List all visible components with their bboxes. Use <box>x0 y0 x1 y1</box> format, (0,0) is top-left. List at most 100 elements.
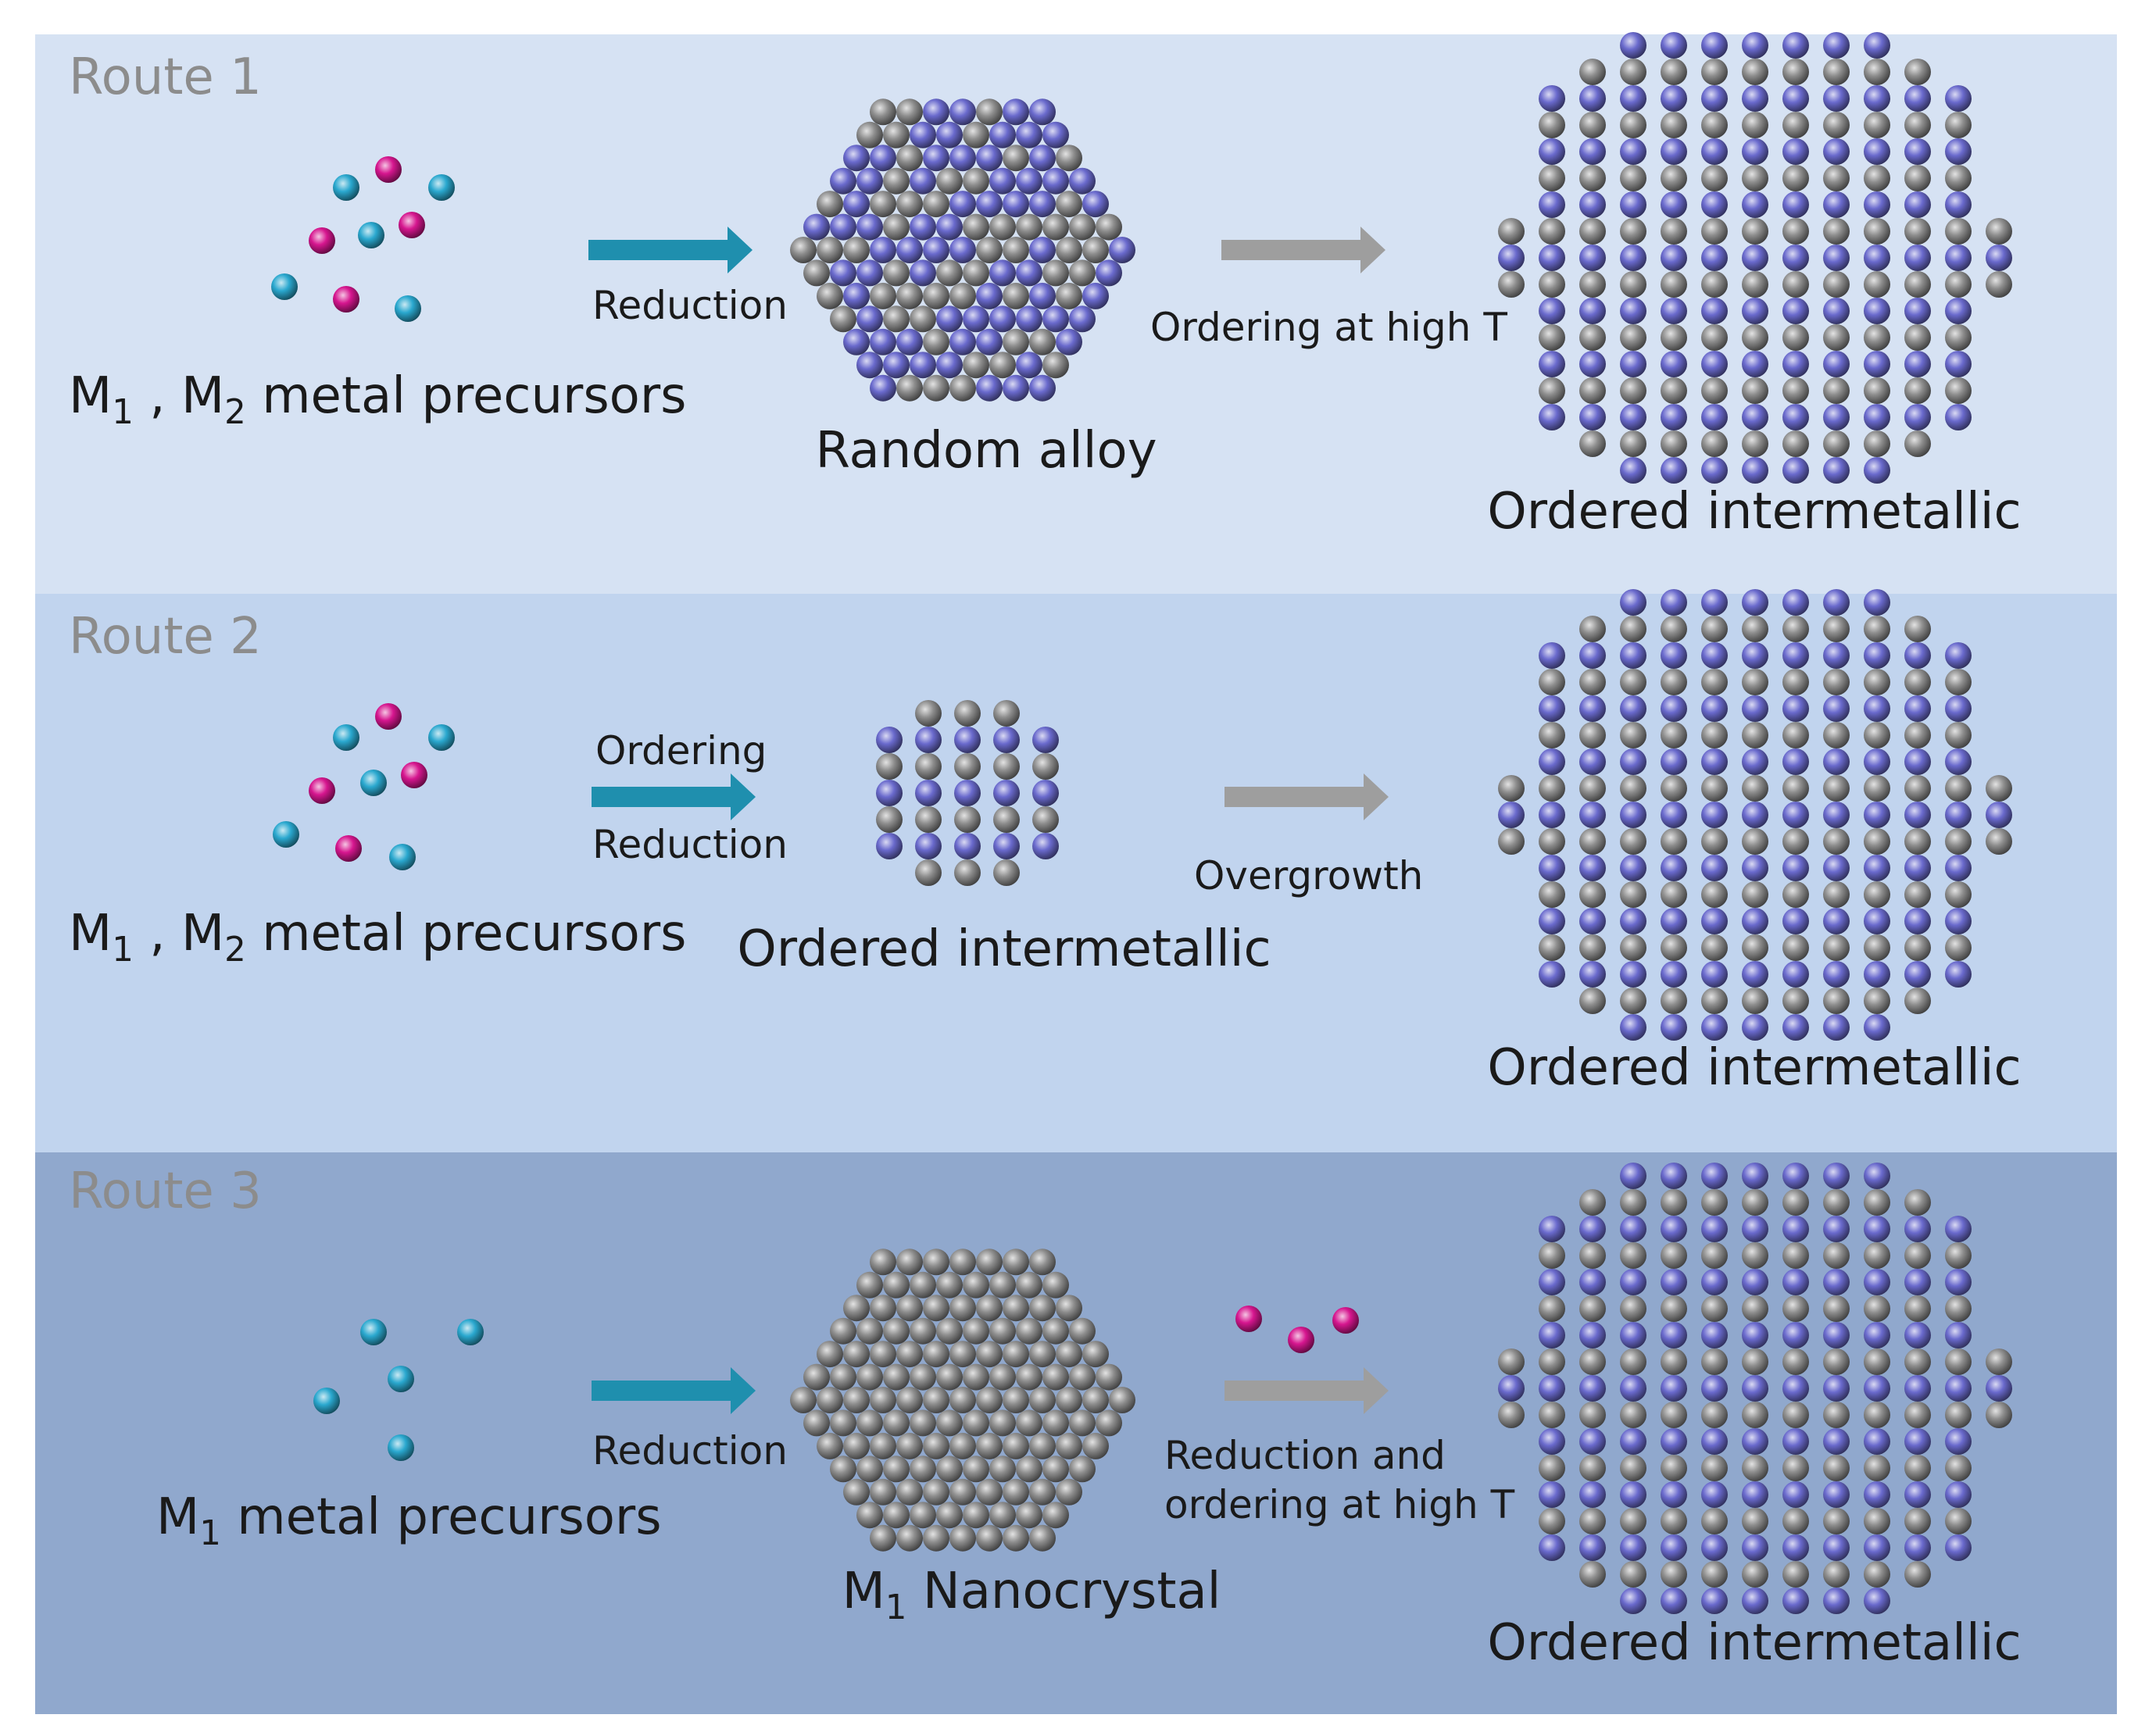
route-3-nanocrystal-atom <box>1003 1248 1029 1276</box>
route-2-intermetallic-atom <box>1864 1014 1890 1041</box>
route-3-ordering-arrow <box>1225 1367 1389 1414</box>
route-3-intermetallic-atom <box>1945 1481 1972 1508</box>
route-1-intermetallic-atom <box>1782 271 1809 298</box>
route-2-intermetallic-atom <box>1782 881 1809 908</box>
route-3-nanocrystal-atom <box>1016 1317 1042 1345</box>
route-1-intermetallic-atom <box>1539 298 1565 324</box>
route-1-intermetallic-atom <box>1620 430 1646 457</box>
route-3-intermetallic-atom <box>1782 1428 1809 1455</box>
route-3-intermetallic-atom <box>1864 1295 1890 1322</box>
route-3-intermetallic-atom <box>1661 1269 1687 1295</box>
route-3-intermetallic-atom <box>1864 1189 1890 1216</box>
route-2-seed-intermetallic-atom <box>954 859 981 886</box>
route-1-intermetallic-atom <box>1701 245 1728 271</box>
route-2-intermetallic-atom <box>1864 589 1890 616</box>
route-3-nanocrystal-atom <box>976 1478 1003 1506</box>
route-1-intermetallic-atom <box>1986 271 2012 298</box>
route-3-intermetallic-atom <box>1579 1402 1606 1428</box>
route-2-intermetallic-atom <box>1782 695 1809 722</box>
route-3-intermetallic-atom <box>1579 1269 1606 1295</box>
route-2-intermetallic-atom <box>1701 802 1728 828</box>
route-3-intermetallic-atom <box>1620 1216 1646 1242</box>
route-1-random-alloy-atom <box>856 305 883 333</box>
route-1-intermetallic-atom <box>1782 351 1809 377</box>
route-3-nanocrystal-atom <box>856 1271 883 1298</box>
route-3-nanocrystal-atom <box>856 1502 883 1529</box>
route-3-intermetallic-atom <box>1742 1348 1768 1375</box>
route-1-random-alloy-atom <box>963 259 989 287</box>
route-3-intermetallic-atom <box>1823 1481 1850 1508</box>
route-1-random-alloy-atom <box>1003 282 1029 309</box>
route-3-intermetallic-atom <box>1620 1322 1646 1348</box>
route-2-seed-intermetallic-atom <box>876 833 903 859</box>
route-2-intermetallic-atom <box>1823 934 1850 961</box>
route-1-intermetallic-atom <box>1498 218 1525 245</box>
route-1-random-alloy-atom <box>1042 167 1069 195</box>
route-2-intermetallic-atom <box>1661 988 1687 1014</box>
route-2-intermetallic-atom <box>1945 722 1972 748</box>
route-2-intermetallic-atom <box>1904 855 1931 881</box>
route-2-intermetallic-atom <box>1579 855 1606 881</box>
route-1-intermetallic-atom <box>1661 59 1687 85</box>
route-3-nanocrystal-atom <box>1042 1317 1069 1345</box>
route-1-random-alloy-atom <box>989 305 1016 333</box>
route-1-intermetallic-atom <box>1620 59 1646 85</box>
route-1-random-alloy-atom <box>896 237 923 263</box>
route-1-random-alloy-atom <box>989 121 1016 148</box>
route-3-intermetallic-atom <box>1823 1163 1850 1189</box>
route-3-intermetallic-atom <box>1701 1216 1728 1242</box>
route-3-nanocrystal-atom <box>883 1502 910 1529</box>
route-2-intermetallic-atom <box>1823 1014 1850 1041</box>
route-3-added-metal-atom <box>1332 1307 1359 1334</box>
route-1-random-alloy-atom <box>883 167 910 195</box>
route-3-nanocrystal-atom <box>989 1317 1016 1345</box>
route-1-random-alloy-atom <box>1082 282 1109 309</box>
route-3-intermetallic-atom <box>1945 1455 1972 1481</box>
route-2-intermetallic-atom <box>1823 722 1850 748</box>
route-1-random-alloy-atom <box>910 167 936 195</box>
route-1-intermetallic-atom <box>1945 218 1972 245</box>
route-1-intermetallic-atom <box>1742 324 1768 351</box>
route-2-seed-intermetallic-atom <box>954 833 981 859</box>
route-3-intermetallic-atom <box>1823 1189 1850 1216</box>
route-3-intermetallic-atom <box>1904 1322 1931 1348</box>
route-3-precursor-atom <box>457 1319 484 1345</box>
route-1-random-alloy-atom <box>1042 121 1069 148</box>
route-3-nanocrystal-atom <box>883 1271 910 1298</box>
route-3-nanocrystal-atom <box>976 1295 1003 1322</box>
route-2-intermetallic-atom <box>1823 881 1850 908</box>
route-2-intermetallic-atom <box>1945 934 1972 961</box>
route-3-nanocrystal-atom <box>1042 1409 1069 1437</box>
route-1-intermetallic-atom <box>1661 165 1687 191</box>
route-1-intermetallic-atom <box>1701 191 1728 218</box>
route-2-intermetallic-atom <box>1945 961 1972 988</box>
route-2-seed-intermetallic-atom <box>954 806 981 833</box>
route-2-seed-intermetallic-atom <box>993 806 1020 833</box>
route-3-intermetallic-atom <box>1904 1216 1931 1242</box>
route-1-intermetallic-atom <box>1701 138 1728 165</box>
route-3-intermetallic-atom <box>1864 1375 1890 1402</box>
route-2-intermetallic-atom <box>1823 642 1850 669</box>
route-3-intermetallic-atom <box>1742 1561 1768 1588</box>
route-1-intermetallic-atom <box>1539 324 1565 351</box>
route-3-intermetallic-atom <box>1782 1242 1809 1269</box>
route-1-random-alloy-atom <box>976 374 1003 402</box>
route-1-intermetallic-atom <box>1539 271 1565 298</box>
route-2-intermetallic-atom <box>1498 828 1525 855</box>
route-2-seed-intermetallic-atom <box>993 859 1020 886</box>
route-1-random-alloy-atom <box>790 237 817 263</box>
route-1-random-alloy-atom <box>976 191 1003 218</box>
route-3-intermetallic-atom <box>1539 1295 1565 1322</box>
route-3-intermetallic-atom <box>1945 1534 1972 1561</box>
route-1-intermetallic-atom <box>1945 112 1972 138</box>
route-1-random-alloy-atom <box>1069 213 1096 241</box>
route-2-intermetallic-atom <box>1823 855 1850 881</box>
route-3-nanocrystal-atom <box>1016 1271 1042 1298</box>
route-1-random-alloy-atom <box>1003 191 1029 218</box>
route-3-intermetallic-atom <box>1539 1348 1565 1375</box>
route-3-nanocrystal-atom <box>936 1502 963 1529</box>
route-1-random-alloy-atom <box>989 213 1016 241</box>
route-3-nanocrystal-atom <box>843 1387 870 1413</box>
route-3-nanocrystal-atom <box>1056 1387 1082 1413</box>
route-2-reduction-label: Reduction <box>592 822 788 867</box>
